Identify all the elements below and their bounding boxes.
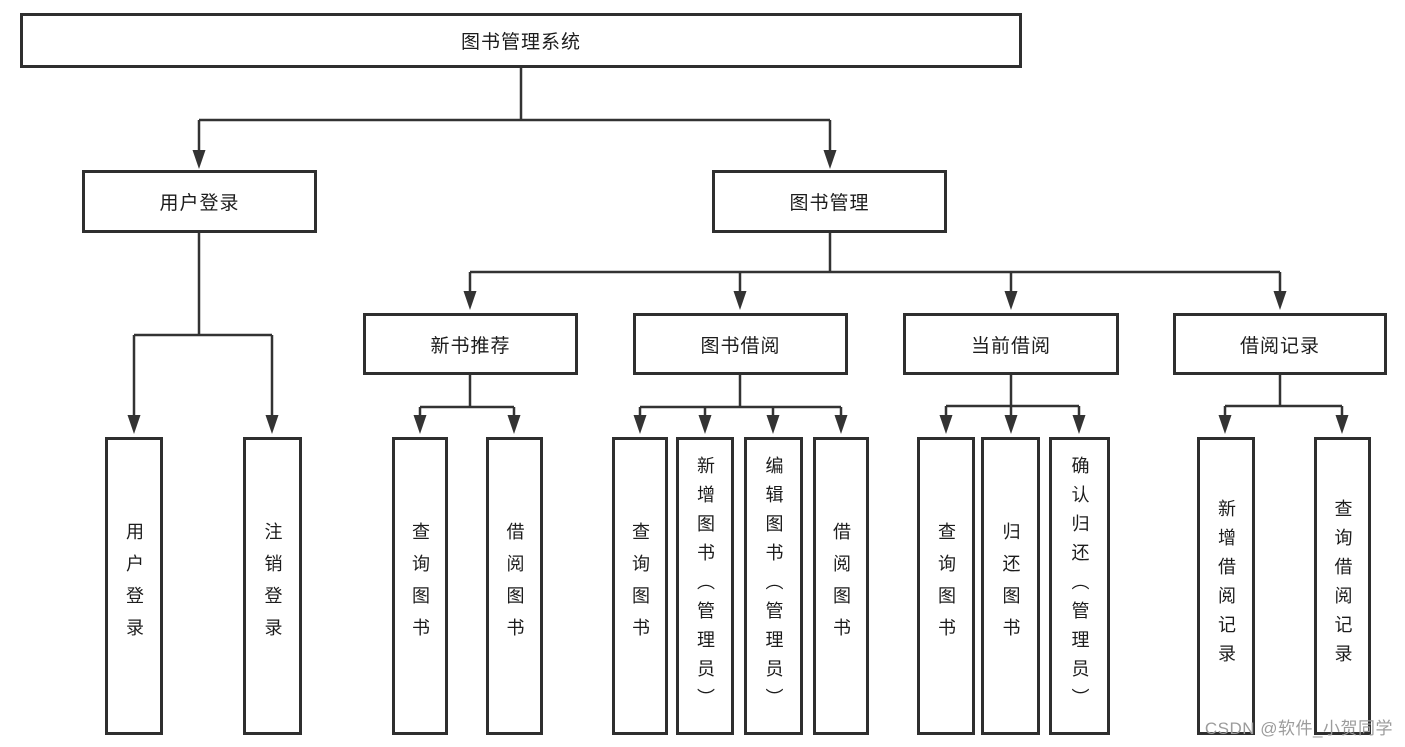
arrowhead-icon xyxy=(1273,291,1287,310)
arrowhead-icon xyxy=(265,415,279,434)
node-book-borrowing: 图书借阅 xyxy=(633,313,848,375)
leaf-user-login: 用户登录 xyxy=(105,437,163,735)
arrowhead-icon xyxy=(733,291,747,310)
leaf-query-books-3: 查询图书 xyxy=(917,437,975,735)
arrowhead-icon xyxy=(1335,415,1349,434)
arrowhead-icon xyxy=(698,415,712,434)
node-current-borrowing: 当前借阅 xyxy=(903,313,1119,375)
leaf-add-borrow-record: 新增借阅记录 xyxy=(1197,437,1255,735)
leaf-confirm-return-admin: 确认归还（管理员） xyxy=(1049,437,1110,735)
leaf-query-books-1: 查询图书 xyxy=(392,437,448,735)
arrowhead-icon xyxy=(823,150,837,169)
arrowhead-icon xyxy=(127,415,141,434)
leaf-borrow-books-1: 借阅图书 xyxy=(486,437,543,735)
arrowhead-icon xyxy=(633,415,647,434)
arrowhead-icon xyxy=(1004,415,1018,434)
arrowhead-icon xyxy=(939,415,953,434)
arrowhead-icon xyxy=(413,415,427,434)
node-user-login: 用户登录 xyxy=(82,170,317,233)
node-root: 图书管理系统 xyxy=(20,13,1022,68)
arrowhead-icon xyxy=(192,150,206,169)
arrowhead-icon xyxy=(834,415,848,434)
arrowhead-icon xyxy=(463,291,477,310)
leaf-borrow-books-2: 借阅图书 xyxy=(813,437,869,735)
leaf-return-books: 归还图书 xyxy=(981,437,1040,735)
arrowhead-icon xyxy=(1004,291,1018,310)
leaf-query-borrow-record: 查询借阅记录 xyxy=(1314,437,1371,735)
arrowhead-icon xyxy=(1218,415,1232,434)
arrowhead-icon xyxy=(766,415,780,434)
leaf-edit-books-admin: 编辑图书（管理员） xyxy=(744,437,803,735)
node-borrowing-records: 借阅记录 xyxy=(1173,313,1387,375)
node-new-book-recommend: 新书推荐 xyxy=(363,313,578,375)
arrowhead-icon xyxy=(1072,415,1086,434)
watermark: CSDN @软件_小贺同学 xyxy=(1204,719,1393,738)
leaf-logout: 注销登录 xyxy=(243,437,302,735)
arrowhead-icon xyxy=(507,415,521,434)
leaf-query-books-2: 查询图书 xyxy=(612,437,668,735)
leaf-add-books-admin: 新增图书（管理员） xyxy=(676,437,734,735)
node-book-management: 图书管理 xyxy=(712,170,947,233)
